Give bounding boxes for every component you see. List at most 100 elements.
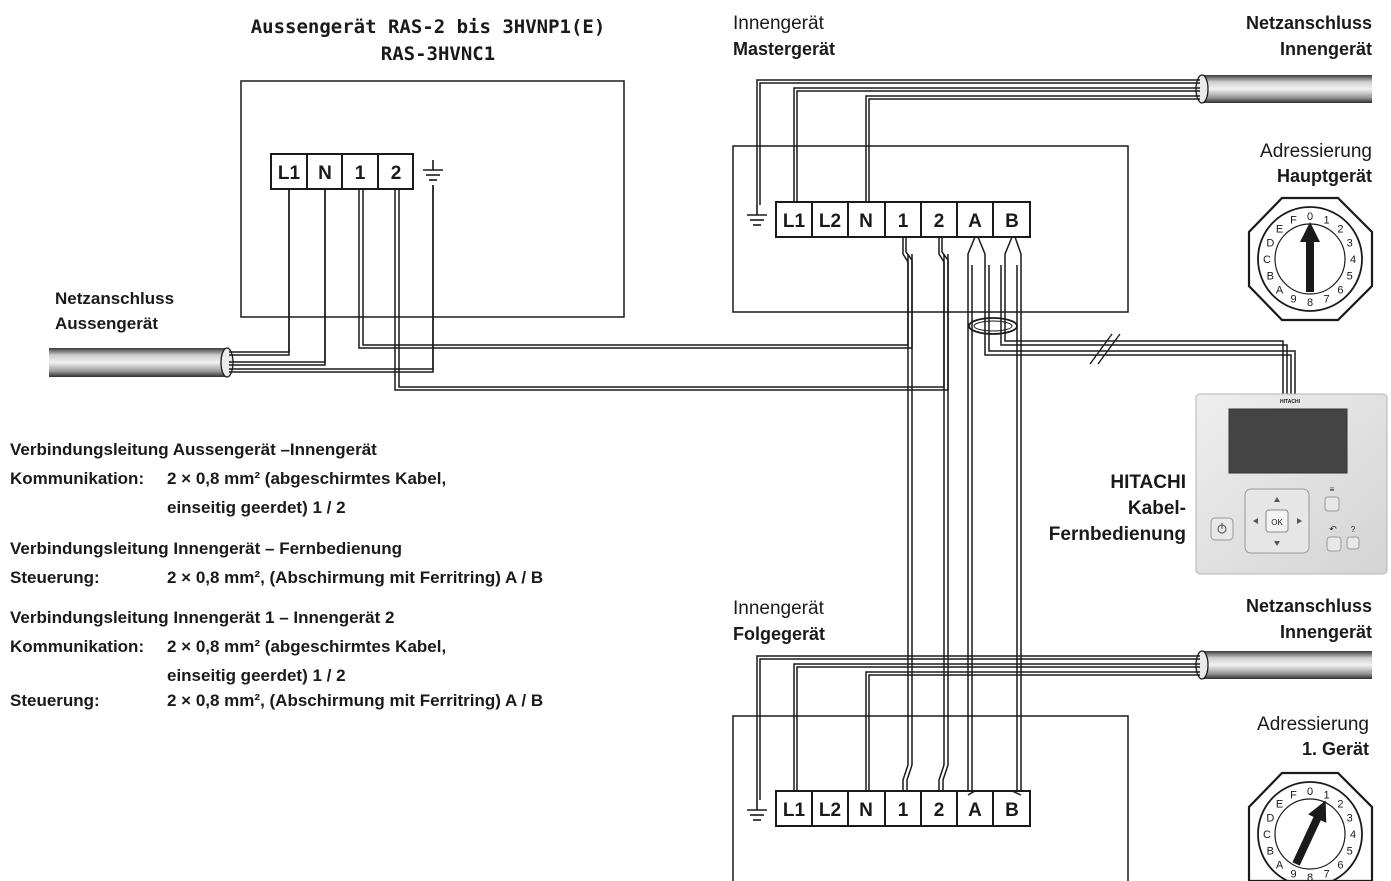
master-terminal-a: A [968,211,982,232]
master-terminal-2: 2 [934,211,945,232]
dial-label: C [1263,254,1271,266]
ferrite-ring [968,317,1018,335]
outdoor-power-label-line2: Aussengerät [55,314,158,333]
dial-label: F [1290,789,1297,801]
slave-terminal-l2: L2 [819,800,841,821]
slave-power-label-line1: Netzanschluss [1246,596,1372,616]
remote-back-button[interactable] [1326,536,1342,552]
arrow-right-icon [1297,518,1302,524]
master-power-label-line1: Netzanschluss [1246,13,1372,33]
slave-terminal-2: 2 [934,800,945,821]
dial-label: 8 [1307,297,1313,309]
slave-terminal-n: N [859,800,873,821]
slave-terminal-l1: L1 [783,800,806,821]
remote-label: HITACHI Kabel- Fernbedienung [1049,472,1186,545]
slave-terminal-block: L1 L2 N 1 2 A B [775,790,1031,827]
remote-ok-button[interactable] [1265,509,1289,533]
master-lower-wiring [902,236,1296,795]
address-master-line2: Hauptgerät [1277,166,1372,186]
slave-unit-box [732,715,1129,881]
legend-3-label: Kommunikation: [10,637,144,656]
remote-screen [1228,408,1348,474]
address-master-line1: Adressierung [1260,141,1372,162]
legend-heading-1: Verbindungsleitung Aussengerät –Innenger… [10,440,377,459]
master-power-wiring [756,79,1200,205]
legend-4-label: Steuerung: [10,691,100,710]
dial-label: E [1276,799,1283,811]
remote-label-line1: HITACHI [1110,472,1186,493]
outdoor-terminal-1: 1 [355,163,366,184]
legend-1-label: Kommunikation: [10,469,144,488]
outdoor-title-line2: RAS-3HVNC1 [381,43,495,65]
legend-heading-2: Verbindungsleitung Innengerät – Fernbedi… [10,539,402,558]
address-slave-line2: 1. Gerät [1302,739,1369,759]
outdoor-terminal-n: N [318,163,332,184]
master-ground-icon [747,205,767,226]
dial-label: 4 [1350,254,1356,266]
legend-2-label: Steuerung: [10,568,100,587]
legend-3-text: 2 × 0,8 mm² (abgeschirmtes Kabel, [167,637,446,656]
dial-label: 5 [1347,271,1353,283]
dial-label: 7 [1323,294,1329,306]
master-unit-box [732,145,1129,313]
slave-label-line2: Folgegerät [733,624,825,644]
dial-pointer-slave [1292,800,1327,866]
arrow-left-icon [1253,518,1258,524]
dial-label: 1 [1323,214,1329,226]
slave-input-wiring [902,764,1022,796]
dial-label: F [1290,214,1297,226]
dial-label: 6 [1337,859,1343,871]
slave-terminal-1: 1 [898,800,909,821]
remote-brand-text: HITACHI [1280,399,1301,405]
remote-menu-button[interactable] [1324,496,1340,512]
master-label-line2: Mastergerät [733,39,835,59]
dial-label: 3 [1347,238,1353,250]
dial-label: 2 [1337,799,1343,811]
dial-label: A [1276,284,1284,296]
remote-control[interactable]: HITACHI OK ? ↶ ≡ [1195,393,1388,575]
legend-4-text: 2 × 0,8 mm², (Abschirmung mit Ferritring… [167,691,543,710]
dial-label: D [1266,813,1274,825]
legend-3-cont: einseitig geerdet) 1 / 2 [167,666,346,685]
legend-1-text: 2 × 0,8 mm² (abgeschirmtes Kabel, [167,469,446,488]
dial-label: 0 [1307,211,1313,223]
dial-label: 9 [1290,869,1296,881]
slave-terminal-a: A [968,800,982,821]
remote-label-line3: Fernbedienung [1049,524,1186,545]
dial-label: A [1276,859,1284,871]
inter-unit-wiring [907,268,949,765]
dial-label: 1 [1323,789,1329,801]
outdoor-power-cable: Netzanschluss Aussengerät [49,289,234,378]
remote-help-button[interactable] [1346,536,1360,550]
master-power-cable: Netzanschluss Innengerät [1195,13,1372,104]
master-label-line1: Innengerät [733,13,825,34]
dial-label: 7 [1323,869,1329,881]
address-slave-line1: Adressierung [1257,714,1369,735]
dial-label: C [1263,829,1271,841]
arrow-up-icon [1274,497,1280,502]
slave-ground-icon [747,800,767,821]
master-power-label-line2: Innengerät [1280,39,1372,59]
dial-label: 9 [1290,294,1296,306]
master-indoor-unit: Innengerät Mastergerät L1 L2 N 1 2 A B [732,13,1129,313]
outdoor-terminal-2: 2 [391,163,402,184]
dial-label: 0 [1307,786,1313,798]
dial-label: 8 [1307,872,1313,881]
remote-help-label: ? [1351,525,1356,534]
dial-pointer-master [1300,222,1320,292]
dial-label: E [1276,224,1283,236]
master-terminal-1: 1 [898,211,909,232]
outdoor-title-line1: Aussengerät RAS-2 bis 3HVNP1(E) [251,16,606,38]
dial-label: 2 [1337,224,1343,236]
master-terminal-l1: L1 [783,211,806,232]
outdoor-unit: Aussengerät RAS-2 bis 3HVNP1(E) RAS-3HVN… [240,16,625,318]
remote-label-line2: Kabel- [1128,498,1186,519]
slave-terminal-b: B [1005,800,1019,821]
menu-icon: ≡ [1330,485,1335,494]
